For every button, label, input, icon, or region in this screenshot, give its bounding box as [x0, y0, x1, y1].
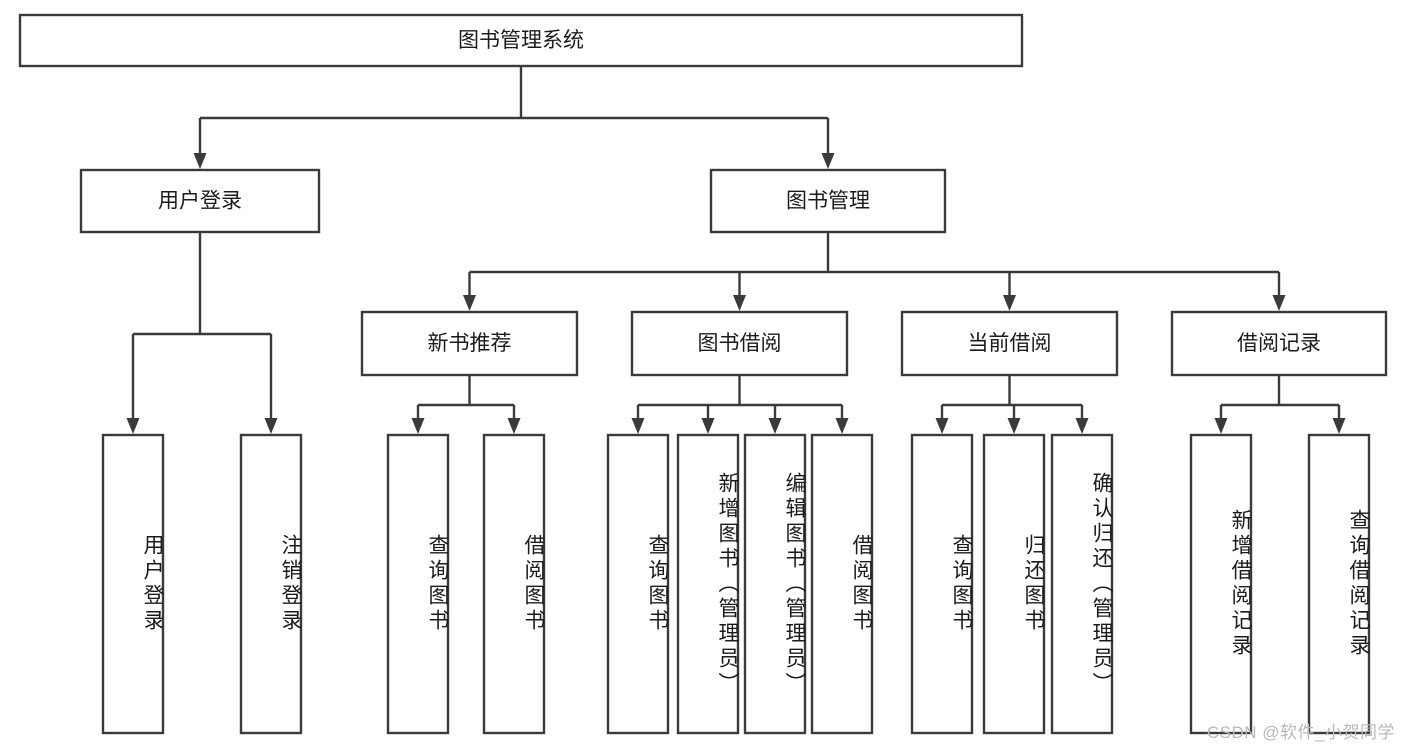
- node-label-root: 图书管理系统: [458, 29, 584, 52]
- arrow-head: [733, 295, 746, 311]
- node-box-leaf-borrow-query[interactable]: [606, 433, 670, 735]
- node-label-bookmgmt: 图书管理: [786, 190, 870, 213]
- connector-group-login: [126, 232, 278, 434]
- arrow-head: [1214, 418, 1228, 434]
- arrow-head: [1332, 418, 1346, 434]
- node-box-leaf-newbook-borrow[interactable]: [482, 433, 546, 735]
- node-box-leaf-borrow-add[interactable]: [676, 433, 740, 735]
- arrow-head: [768, 418, 782, 434]
- arrow-head: [701, 418, 715, 434]
- arrow-head: [411, 418, 425, 434]
- node-box-leaf-current-query[interactable]: [910, 433, 974, 735]
- node-box-leaf-user-logout[interactable]: [239, 433, 303, 735]
- connector-group-current: [935, 375, 1089, 434]
- node-box-leaf-current-confirm[interactable]: [1050, 433, 1114, 735]
- node-box-root[interactable]: [18, 13, 1024, 68]
- node-box-leaf-borrow-edit[interactable]: [743, 433, 807, 735]
- node-box-leaf-borrow-lend[interactable]: [810, 433, 874, 735]
- node-box-leaf-current-return[interactable]: [982, 433, 1046, 735]
- connector-group-bookmgmt: [463, 232, 1286, 311]
- arrow-head: [1075, 418, 1089, 434]
- arrow-head: [631, 418, 645, 434]
- connector-group-borrow: [631, 375, 849, 434]
- arrow-head: [835, 418, 849, 434]
- arrow-head: [507, 418, 521, 434]
- connector-group-records: [1214, 375, 1346, 434]
- arrow-head: [1272, 295, 1286, 311]
- node-box-current[interactable]: [900, 310, 1119, 377]
- node-box-leaf-records-query[interactable]: [1307, 433, 1371, 735]
- arrow-head: [193, 153, 207, 169]
- arrow-head: [126, 418, 140, 434]
- node-label-login: 用户登录: [158, 190, 242, 213]
- node-box-login[interactable]: [79, 168, 321, 234]
- connector-group-root: [193, 66, 835, 169]
- node-label-records: 借阅记录: [1237, 332, 1321, 355]
- node-label-newbook: 新书推荐: [428, 332, 512, 355]
- node-label-current: 当前借阅: [968, 332, 1052, 355]
- node-box-leaf-records-add[interactable]: [1189, 433, 1253, 735]
- watermark-text: CSDN @软件_小贺同学: [1206, 723, 1395, 742]
- node-box-leaf-user-login[interactable]: [101, 433, 165, 735]
- node-box-records[interactable]: [1170, 310, 1388, 377]
- arrow-head: [935, 418, 949, 434]
- node-box-newbook[interactable]: [360, 310, 579, 377]
- connector-group-newbook: [411, 375, 521, 434]
- node-box-bookmgmt[interactable]: [709, 168, 947, 234]
- arrow-head: [1007, 418, 1021, 434]
- node-box-leaf-newbook-query[interactable]: [386, 433, 450, 735]
- node-label-borrow: 图书借阅: [698, 332, 782, 355]
- arrow-head: [264, 418, 278, 434]
- node-box-borrow[interactable]: [630, 310, 849, 377]
- arrow-head: [1003, 295, 1016, 311]
- arrow-head: [821, 153, 835, 169]
- arrow-head: [463, 295, 476, 311]
